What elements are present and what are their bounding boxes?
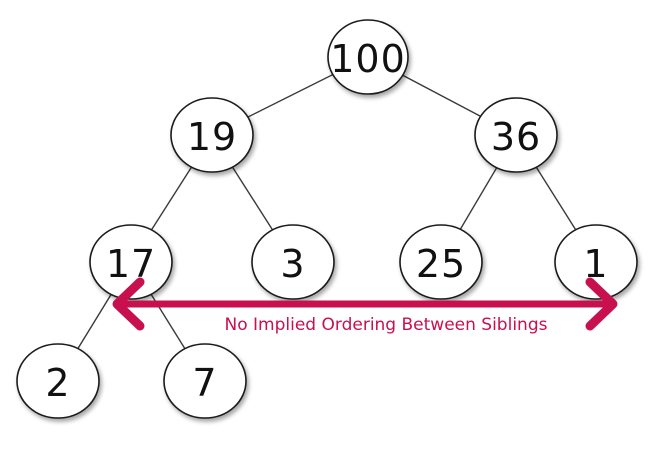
node-circle xyxy=(399,224,483,300)
arrow-head-right xyxy=(585,277,618,331)
tree-node: 25 xyxy=(399,224,483,300)
tree-node: 7 xyxy=(163,343,247,419)
tree-node: 100 xyxy=(327,19,409,95)
sibling-ordering-annotation: No Implied Ordering Between Siblings xyxy=(112,277,618,335)
tree-node: 3 xyxy=(251,224,335,300)
tree-node: 36 xyxy=(474,97,558,173)
node-circle xyxy=(474,97,558,173)
node-circle xyxy=(170,97,254,173)
node-label: 17 xyxy=(106,242,156,286)
node-circle xyxy=(89,224,173,300)
tree-node: 2 xyxy=(16,343,100,419)
tree-node: 19 xyxy=(170,97,254,173)
node-label: 25 xyxy=(416,242,466,286)
node-label: 36 xyxy=(491,115,541,159)
node-label: 7 xyxy=(192,361,217,405)
annotation-label: No Implied Ordering Between Siblings xyxy=(225,315,548,335)
node-label: 3 xyxy=(280,242,305,286)
arrow-head-left xyxy=(112,277,145,331)
node-label: 2 xyxy=(45,361,70,405)
node-label: 100 xyxy=(330,37,406,81)
node-label: 19 xyxy=(187,115,237,159)
node-circle xyxy=(163,343,247,419)
node-circle xyxy=(251,224,335,300)
tree-node: 1 xyxy=(554,224,638,300)
node-circle xyxy=(554,224,638,300)
tree-node: 17 xyxy=(89,224,173,300)
nodes-layer: 100 19 36 17 3 25 1 2 7 xyxy=(16,19,638,419)
node-circle xyxy=(327,19,409,95)
node-circle xyxy=(16,343,100,419)
